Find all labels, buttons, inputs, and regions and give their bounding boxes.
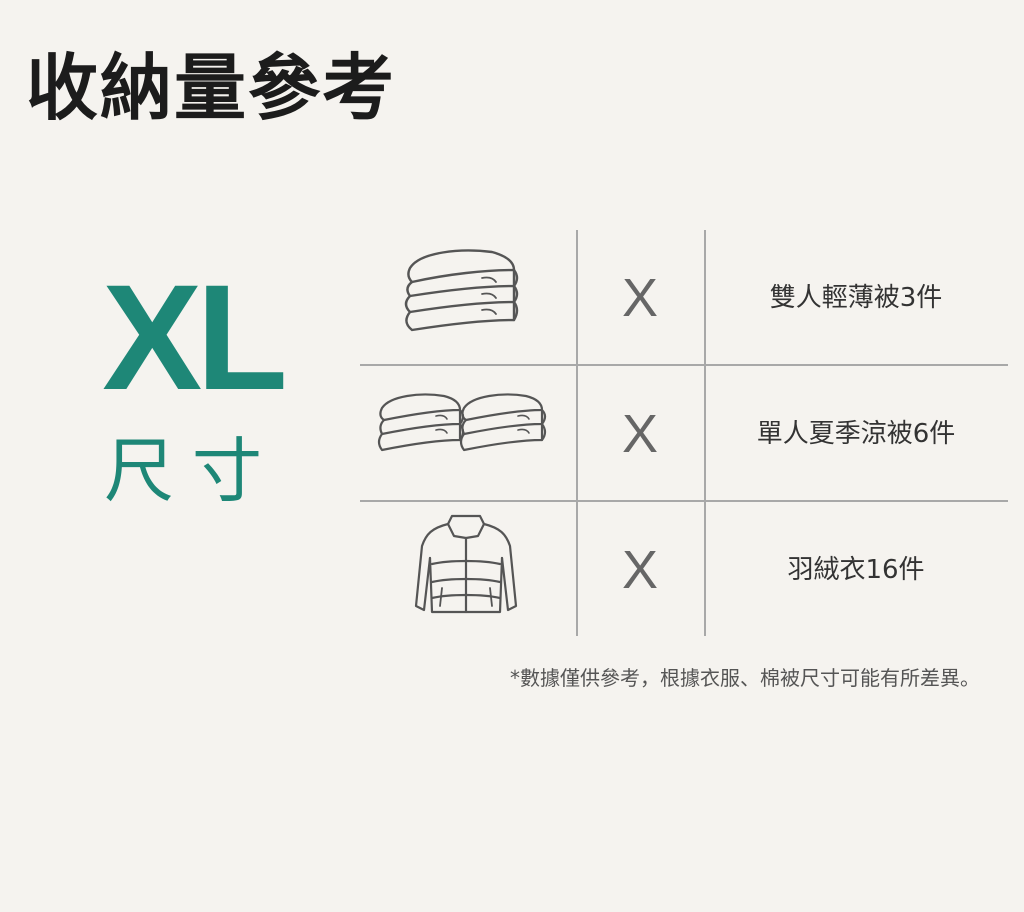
multiply-sign: X — [621, 268, 659, 328]
size-code: XL — [102, 253, 288, 421]
table-divider-vertical-2 — [704, 230, 706, 636]
multiply-sign: X — [621, 404, 659, 464]
size-label: 尺寸 — [104, 430, 280, 512]
capacity-text: 羽絨衣16件 — [787, 555, 925, 585]
capacity-text: 單人夏季涼被6件 — [756, 419, 956, 449]
table-divider-horizontal-1 — [360, 364, 1008, 366]
multiply-sign: X — [621, 540, 659, 600]
table-divider-horizontal-2 — [360, 500, 1008, 502]
down-jacket-icon — [360, 502, 576, 638]
capacity-table: X 雙人輕薄被3件 — [360, 230, 1008, 636]
table-row: X 單人夏季涼被6件 — [360, 366, 1008, 502]
table-row: X 羽絨衣16件 — [360, 502, 1008, 638]
table-divider-vertical-1 — [576, 230, 578, 636]
page-title: 收納量參考 — [26, 46, 397, 130]
double-folded-blanket-stack-icon — [360, 366, 576, 502]
footnote: *數據僅供參考，根據衣服、棉被尺寸可能有所差異。 — [510, 666, 980, 690]
table-row: X 雙人輕薄被3件 — [360, 230, 1008, 366]
capacity-text: 雙人輕薄被3件 — [769, 283, 943, 313]
folded-blanket-stack-icon — [360, 230, 576, 366]
